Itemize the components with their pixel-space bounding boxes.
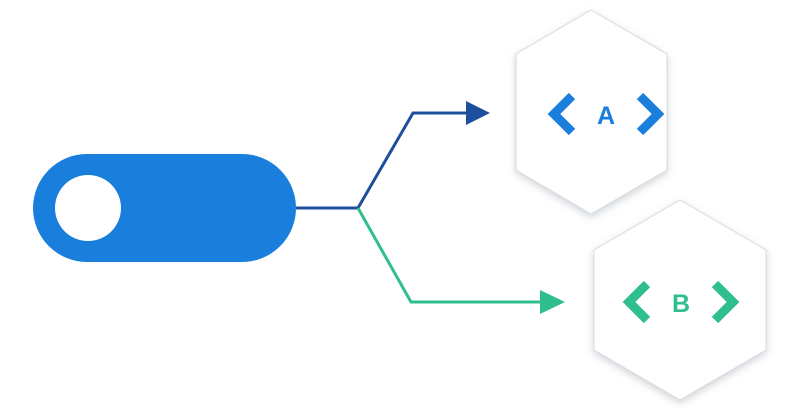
right-bracket [711,280,740,324]
branch-b-line [356,207,540,304]
branch-a-connector [296,101,490,210]
variant-a-letter: A [597,102,615,130]
branch-a-arrowhead [466,101,490,125]
branch-a-line [296,111,466,210]
left-bracket [622,280,651,324]
right-bracket [636,92,665,136]
left-bracket [547,92,576,136]
variant-a-card: A [515,9,668,215]
variant-a-hexagon [515,9,668,215]
code-brackets-icon [622,280,740,324]
branch-b-connector [356,207,565,314]
toggle-switch[interactable] [33,154,296,262]
code-brackets-icon [547,92,665,136]
branch-b-arrowhead [540,290,565,314]
variant-b-hexagon [593,199,767,401]
toggle-knob [55,175,121,241]
variant-b-card: B [593,199,767,401]
variant-b-letter: B [672,290,690,318]
